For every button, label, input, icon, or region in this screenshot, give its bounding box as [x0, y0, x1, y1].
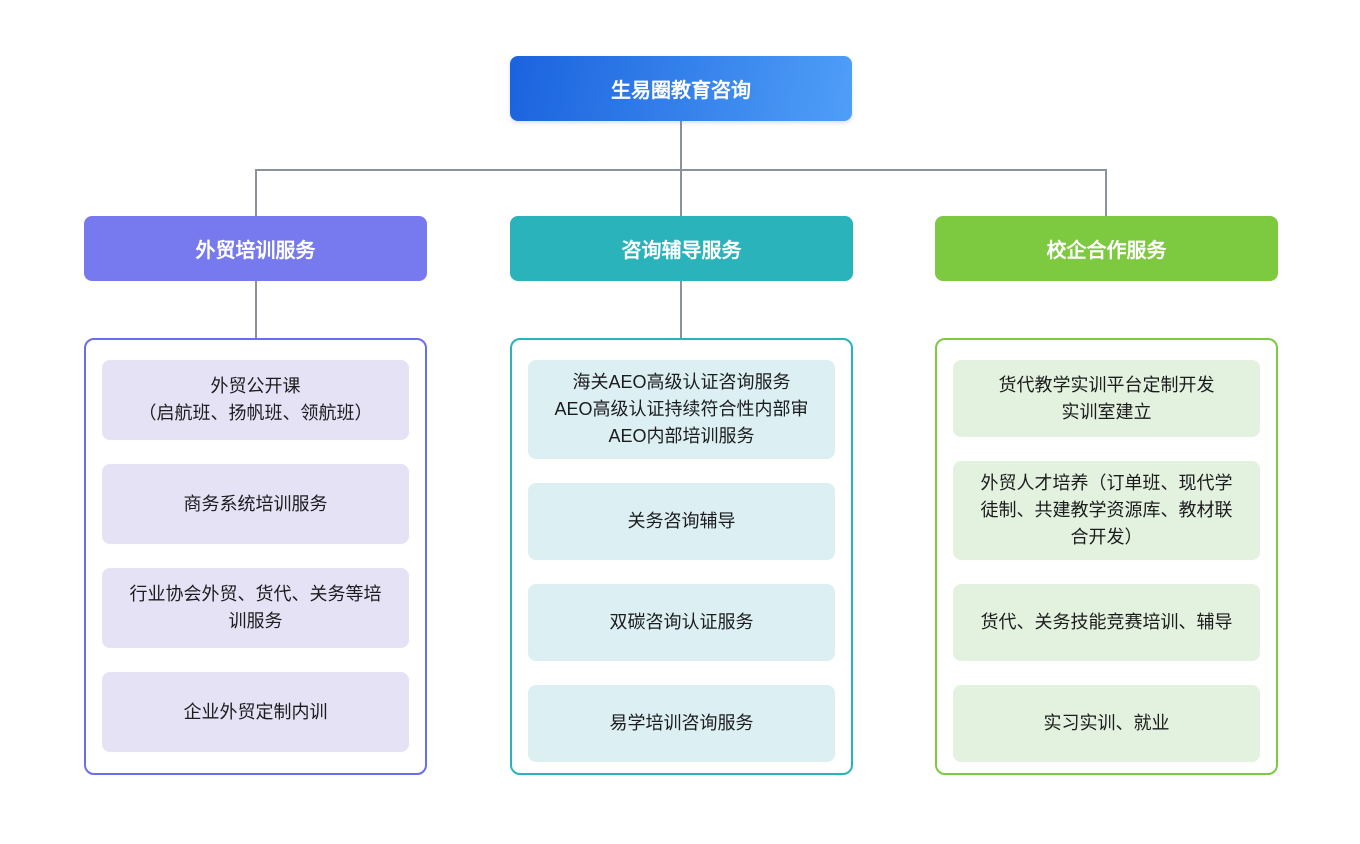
- service-item: 货代、关务技能竞赛培训、辅导: [953, 584, 1260, 661]
- service-item: 海关AEO高级认证咨询服务 AEO高级认证持续符合性内部审 AEO内部培训服务: [528, 360, 835, 459]
- branch-panel-foreign-trade-training: 外贸公开课 （启航班、扬帆班、领航班） 商务系统培训服务 行业协会外贸、货代、关…: [84, 338, 427, 775]
- service-item: 关务咨询辅导: [528, 483, 835, 560]
- branch-header-consulting-coaching: 咨询辅导服务: [510, 216, 853, 281]
- branch-header-foreign-trade-training: 外贸培训服务: [84, 216, 427, 281]
- branch-header-school-enterprise: 校企合作服务: [935, 216, 1278, 281]
- connector-panel2-drop: [680, 281, 682, 338]
- service-item: 货代教学实训平台定制开发 实训室建立: [953, 360, 1260, 437]
- connector-branch2-drop: [680, 169, 682, 216]
- root-node: 生易圈教育咨询: [510, 56, 852, 121]
- service-item: 行业协会外贸、货代、关务等培 训服务: [102, 568, 409, 648]
- service-item: 外贸公开课 （启航班、扬帆班、领航班）: [102, 360, 409, 440]
- connector-panel1-drop: [255, 281, 257, 338]
- service-item: 易学培训咨询服务: [528, 685, 835, 762]
- branch-panel-consulting-coaching: 海关AEO高级认证咨询服务 AEO高级认证持续符合性内部审 AEO内部培训服务 …: [510, 338, 853, 775]
- connector-branch3-drop: [1105, 169, 1107, 216]
- connector-root-trunk: [680, 121, 682, 170]
- service-item: 实习实训、就业: [953, 685, 1260, 762]
- branch-panel-school-enterprise: 货代教学实训平台定制开发 实训室建立 外贸人才培养（订单班、现代学 徒制、共建教…: [935, 338, 1278, 775]
- connector-branch1-drop: [255, 169, 257, 216]
- service-item: 商务系统培训服务: [102, 464, 409, 544]
- service-item: 外贸人才培养（订单班、现代学 徒制、共建教学资源库、教材联 合开发）: [953, 461, 1260, 560]
- service-item: 双碳咨询认证服务: [528, 584, 835, 661]
- service-item: 企业外贸定制内训: [102, 672, 409, 752]
